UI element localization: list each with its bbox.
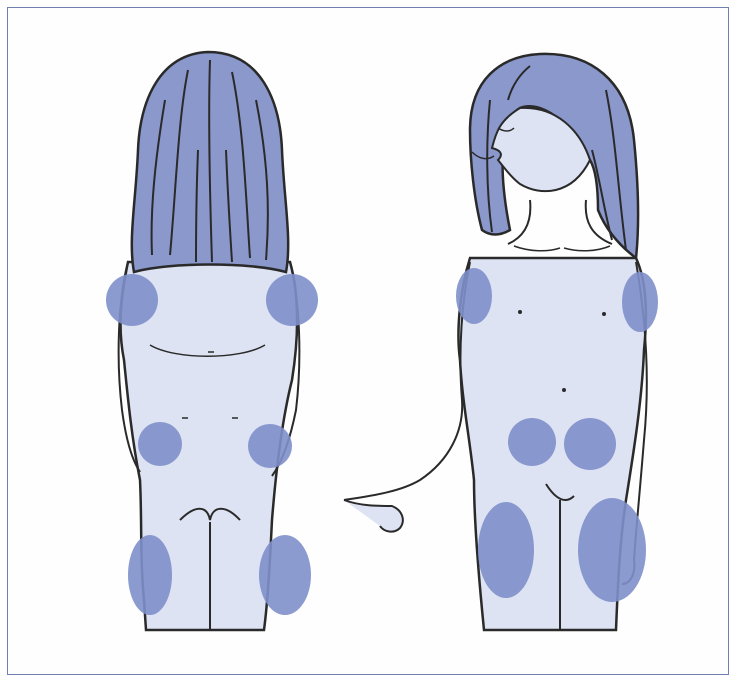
- back-left-shoulder-zone: [106, 274, 158, 326]
- front-view-figure: [344, 54, 658, 630]
- back-right-flank-zone: [248, 424, 292, 468]
- back-left-flank-zone: [138, 422, 182, 466]
- front-left-thigh-zone: [478, 502, 534, 598]
- back-right-thigh-zone: [259, 535, 311, 615]
- left-nipple: [518, 310, 522, 314]
- back-left-thigh-zone: [128, 535, 172, 615]
- front-collarbones: [514, 246, 610, 251]
- front-right-shoulder-zone: [622, 272, 658, 332]
- front-left-abdomen-zone: [508, 418, 556, 466]
- front-right-thigh-zone: [578, 498, 646, 602]
- front-neck: [508, 200, 612, 244]
- front-right-abdomen-zone: [564, 418, 616, 470]
- front-left-arm: [344, 262, 470, 500]
- right-nipple: [602, 312, 606, 316]
- front-left-shoulder-zone: [456, 268, 492, 324]
- navel: [562, 388, 566, 392]
- back-right-shoulder-zone: [266, 274, 318, 326]
- pointing-hand: [344, 500, 403, 532]
- back-view-figure: [106, 52, 318, 630]
